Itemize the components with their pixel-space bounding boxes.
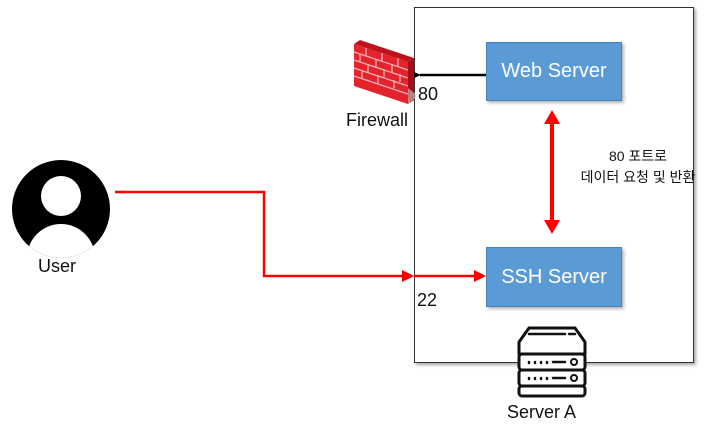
web-server-node[interactable]: Web Server (486, 42, 622, 101)
user-to-firewall-line (115, 190, 414, 282)
ssh-server-label: SSH Server (501, 265, 607, 288)
user-label: User (38, 256, 77, 276)
ssh-server-node[interactable]: SSH Server (486, 247, 622, 307)
ssh-port-label: 22 (417, 290, 438, 310)
web-ssh-link-head-up (544, 110, 560, 124)
web-ssh-link-head-down (544, 220, 560, 234)
firewall-brick-wall-icon (353, 40, 416, 104)
firewall-port-label: 80 (418, 84, 439, 104)
server-rack-icon (517, 326, 587, 398)
server-a-label: Server A (507, 402, 577, 422)
web-server-label: Web Server (501, 60, 607, 82)
link-note-line1: 80 포트로 (608, 148, 668, 164)
firewall-label: Firewall (346, 110, 409, 130)
link-note-line2: 데이터 요청 및 반환 (580, 169, 696, 185)
link-note: 80 포트로 데이터 요청 및 반환 (568, 146, 708, 188)
user-avatar-icon (12, 160, 110, 258)
